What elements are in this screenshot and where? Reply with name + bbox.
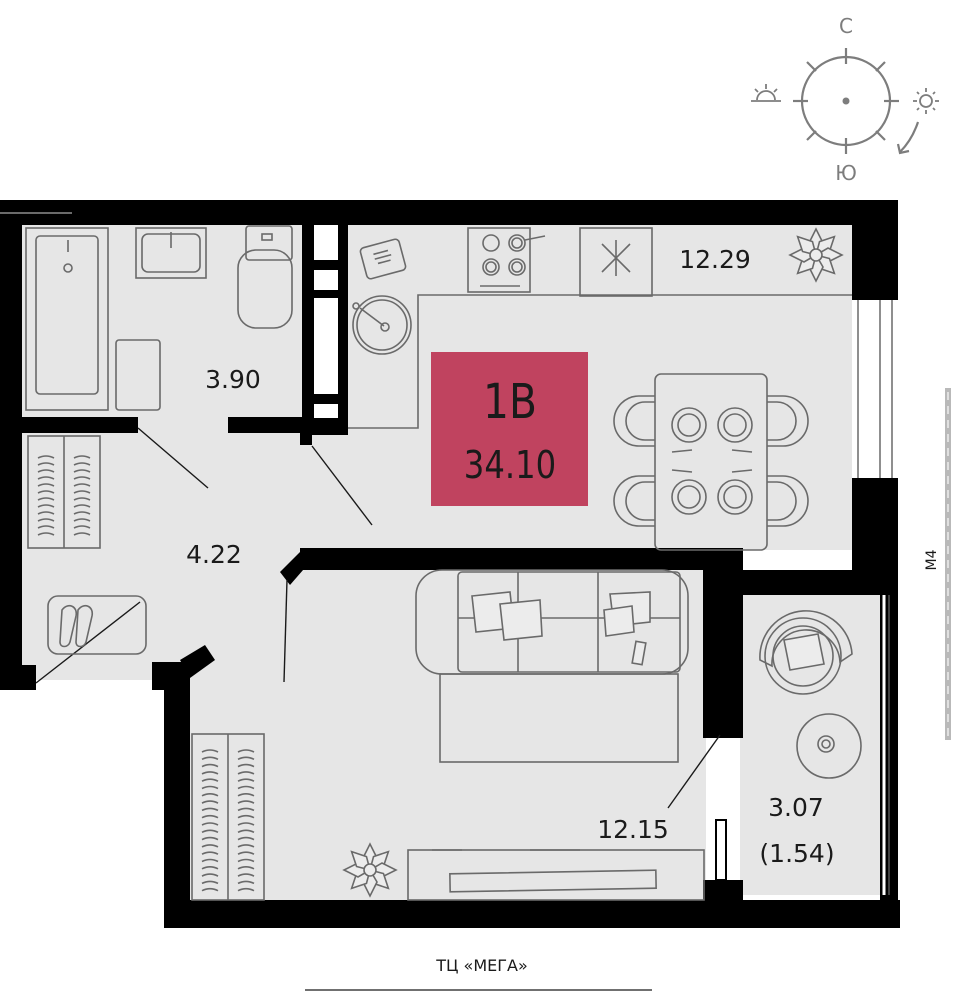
compass-north: С — [839, 14, 853, 38]
road-label: М4 — [924, 549, 940, 570]
wardrobe-living — [191, 733, 265, 901]
sofa — [415, 569, 689, 675]
plant-living — [342, 842, 398, 898]
balcony-area-reduced: (1.54) — [759, 839, 834, 868]
sun-direction-arrow-icon — [896, 121, 920, 155]
kitchen-counter — [348, 294, 852, 429]
sun-icon — [913, 88, 939, 114]
bathroom-area: 3.90 — [205, 365, 261, 394]
dining-chairs — [613, 395, 809, 527]
ventilation-shaft — [314, 225, 338, 418]
rug — [439, 673, 679, 763]
compass-center — [842, 97, 850, 105]
compass — [751, 48, 939, 155]
cutting-board — [359, 238, 407, 280]
window-balcony — [882, 595, 890, 895]
apartment-badge-bg — [431, 352, 588, 506]
bathtub — [25, 227, 109, 411]
dining-table — [613, 373, 809, 551]
shoe-mat — [47, 595, 147, 655]
living-area: 12.15 — [597, 815, 669, 844]
apartment-type: 1В — [483, 374, 537, 430]
sink-kitchen — [352, 295, 412, 355]
compass-south: Ю — [835, 161, 857, 185]
fridge — [579, 227, 653, 297]
plant-kitchen — [788, 227, 844, 283]
window-kitchen — [852, 300, 898, 478]
armchair — [759, 610, 853, 695]
sunrise-icon — [751, 84, 781, 102]
apartment-total-area: 34.10 — [464, 444, 556, 488]
walls — [0, 200, 900, 928]
side-table — [796, 713, 862, 779]
toilet — [237, 225, 293, 329]
sink-bathroom — [135, 227, 207, 279]
door-swings — [35, 427, 721, 809]
balcony-door-post — [715, 819, 727, 881]
tv-stand — [407, 849, 705, 901]
road-m4: М4 — [924, 388, 951, 740]
bath-mat — [115, 339, 161, 411]
bottom-landmark: ТЦ «МЕГА» — [435, 956, 527, 975]
apartment-badge: 1В 34.10 — [431, 352, 588, 506]
balcony-area: 3.07 — [768, 793, 824, 822]
plates — [671, 407, 753, 515]
stove — [467, 227, 546, 293]
wardrobe-hall — [27, 435, 101, 549]
kitchen-area: 12.29 — [679, 245, 751, 274]
hall-area: 4.22 — [186, 540, 242, 569]
